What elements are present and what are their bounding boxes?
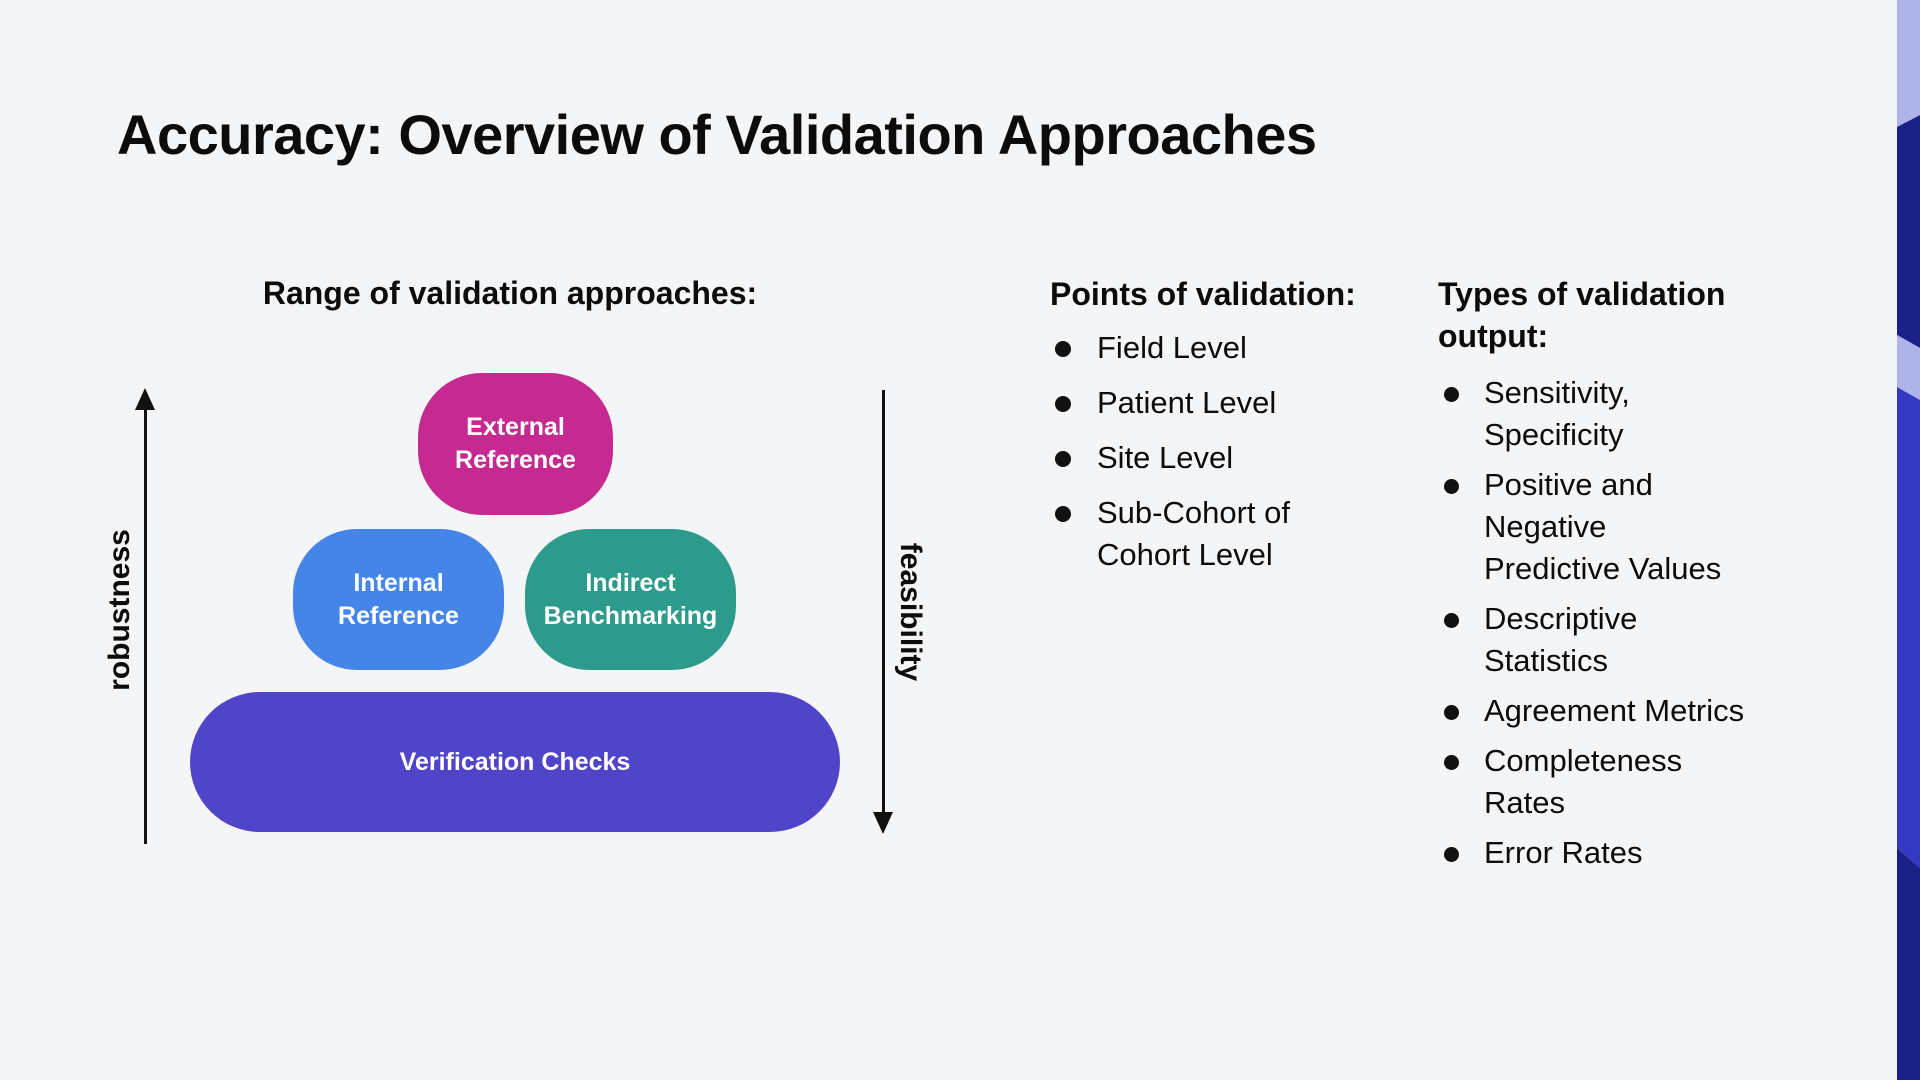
list-item-label: Completeness Rates [1484, 743, 1683, 820]
stripe-light-top [1897, 0, 1920, 127]
bullet-icon [1444, 479, 1459, 494]
list-item: Site Level [1055, 437, 1395, 479]
feasibility-axis-label: feasibility [894, 542, 927, 682]
types-of-validation-output-list: Sensitivity, Specificity Positive and Ne… [1444, 372, 1774, 882]
slide-title: Accuracy: Overview of Validation Approac… [117, 103, 1317, 166]
list-item: Agreement Metrics [1444, 690, 1774, 732]
list-item: Positive and Negative Predictive Values [1444, 464, 1774, 590]
list-item-label: Site Level [1097, 440, 1234, 475]
types-of-validation-output-heading: Types of validation output: [1438, 276, 1726, 354]
list-item: Field Level [1055, 327, 1395, 369]
list-item-label: Patient Level [1097, 385, 1277, 420]
bullet-icon [1444, 387, 1459, 402]
stripe-navy-upper [1897, 115, 1920, 348]
list-item-label: Positive and Negative Predictive Values [1484, 467, 1722, 586]
stripe-light-middle [1897, 335, 1920, 400]
bullet-icon [1055, 341, 1071, 357]
list-item-label: Sub-Cohort of Cohort Level [1097, 495, 1290, 572]
list-item: Sub-Cohort of Cohort Level [1055, 492, 1395, 576]
stripe-royal [1897, 387, 1920, 868]
list-item-label: Sensitivity, Specificity [1484, 375, 1630, 452]
node-internal-reference: Internal Reference [293, 529, 504, 670]
list-item-label: Error Rates [1484, 835, 1643, 870]
node-external-reference: External Reference [418, 373, 613, 515]
bullet-icon [1444, 613, 1459, 628]
bullet-icon [1055, 396, 1071, 412]
robustness-axis-line [144, 408, 147, 844]
list-item: Descriptive Statistics [1444, 598, 1774, 682]
arrow-down-icon [873, 812, 893, 834]
list-item: Patient Level [1055, 382, 1395, 424]
list-item-label: Field Level [1097, 330, 1247, 365]
diagram-heading: Range of validation approaches: [262, 275, 758, 311]
node-verification-checks: Verification Checks [190, 692, 840, 832]
list-item-label: Descriptive Statistics [1484, 601, 1638, 678]
bullet-icon [1055, 506, 1071, 522]
bullet-icon [1444, 705, 1459, 720]
points-of-validation-heading: Points of validation: [1050, 276, 1356, 312]
bullet-icon [1444, 755, 1459, 770]
points-of-validation-list: Field Level Patient Level Site Level Sub… [1055, 327, 1395, 589]
list-item-label: Agreement Metrics [1484, 693, 1745, 728]
list-item: Error Rates [1444, 832, 1774, 874]
stripe-navy-bottom [1897, 848, 1920, 1080]
list-item: Sensitivity, Specificity [1444, 372, 1774, 456]
feasibility-axis-line [882, 390, 885, 814]
bullet-icon [1444, 847, 1459, 862]
node-indirect-benchmarking: Indirect Benchmarking [525, 529, 736, 670]
edge-decoration-band [1897, 0, 1920, 1080]
arrow-up-icon [135, 388, 155, 410]
bullet-icon [1055, 451, 1071, 467]
robustness-axis-label: robustness [103, 529, 136, 691]
list-item: Completeness Rates [1444, 740, 1774, 824]
